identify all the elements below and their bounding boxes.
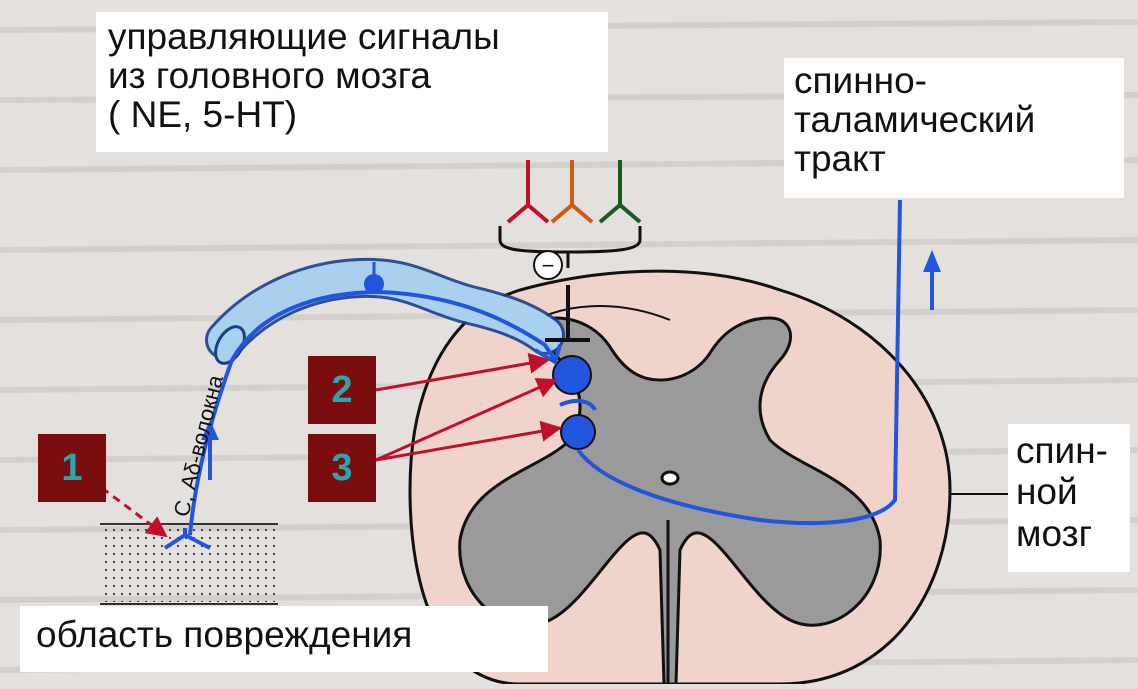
brain-signals-line-1: управляющие сигналы (108, 18, 596, 57)
spinal-cord-label: спин- ной мозг (1008, 424, 1130, 572)
injury-area-text: область повреждения (36, 614, 412, 655)
tract-label: спинно- таламический тракт (784, 58, 1124, 198)
tract-line-3: тракт (794, 140, 1114, 179)
badge-1: 1 (38, 434, 106, 502)
badge-2: 2 (308, 356, 376, 424)
central-canal (662, 472, 678, 484)
tract-line-1: спинно- (794, 62, 1114, 101)
injury-area-label: область повреждения (20, 606, 548, 672)
badge-1-number: 1 (61, 447, 82, 490)
brain-signals-line-3: ( NE, 5-HT) (108, 96, 596, 135)
fiber-label: С, Aδ-волокна (169, 372, 228, 519)
brain-signals-label: управляющие сигналы из головного мозга (… (96, 12, 608, 152)
badge-2-number: 2 (331, 369, 352, 412)
cord-line-3: мозг (1016, 513, 1122, 554)
cord-line-1: спин- (1016, 430, 1122, 471)
cord-line-2: ной (1016, 471, 1122, 512)
tract-line-2: таламический (794, 101, 1114, 140)
badge-3: 3 (308, 434, 376, 502)
brain-signals-line-2: из головного мозга (108, 57, 596, 96)
badge-3-number: 3 (331, 447, 352, 490)
inhibition-sign: − (542, 253, 555, 278)
ascending-arrow-right (923, 250, 941, 310)
